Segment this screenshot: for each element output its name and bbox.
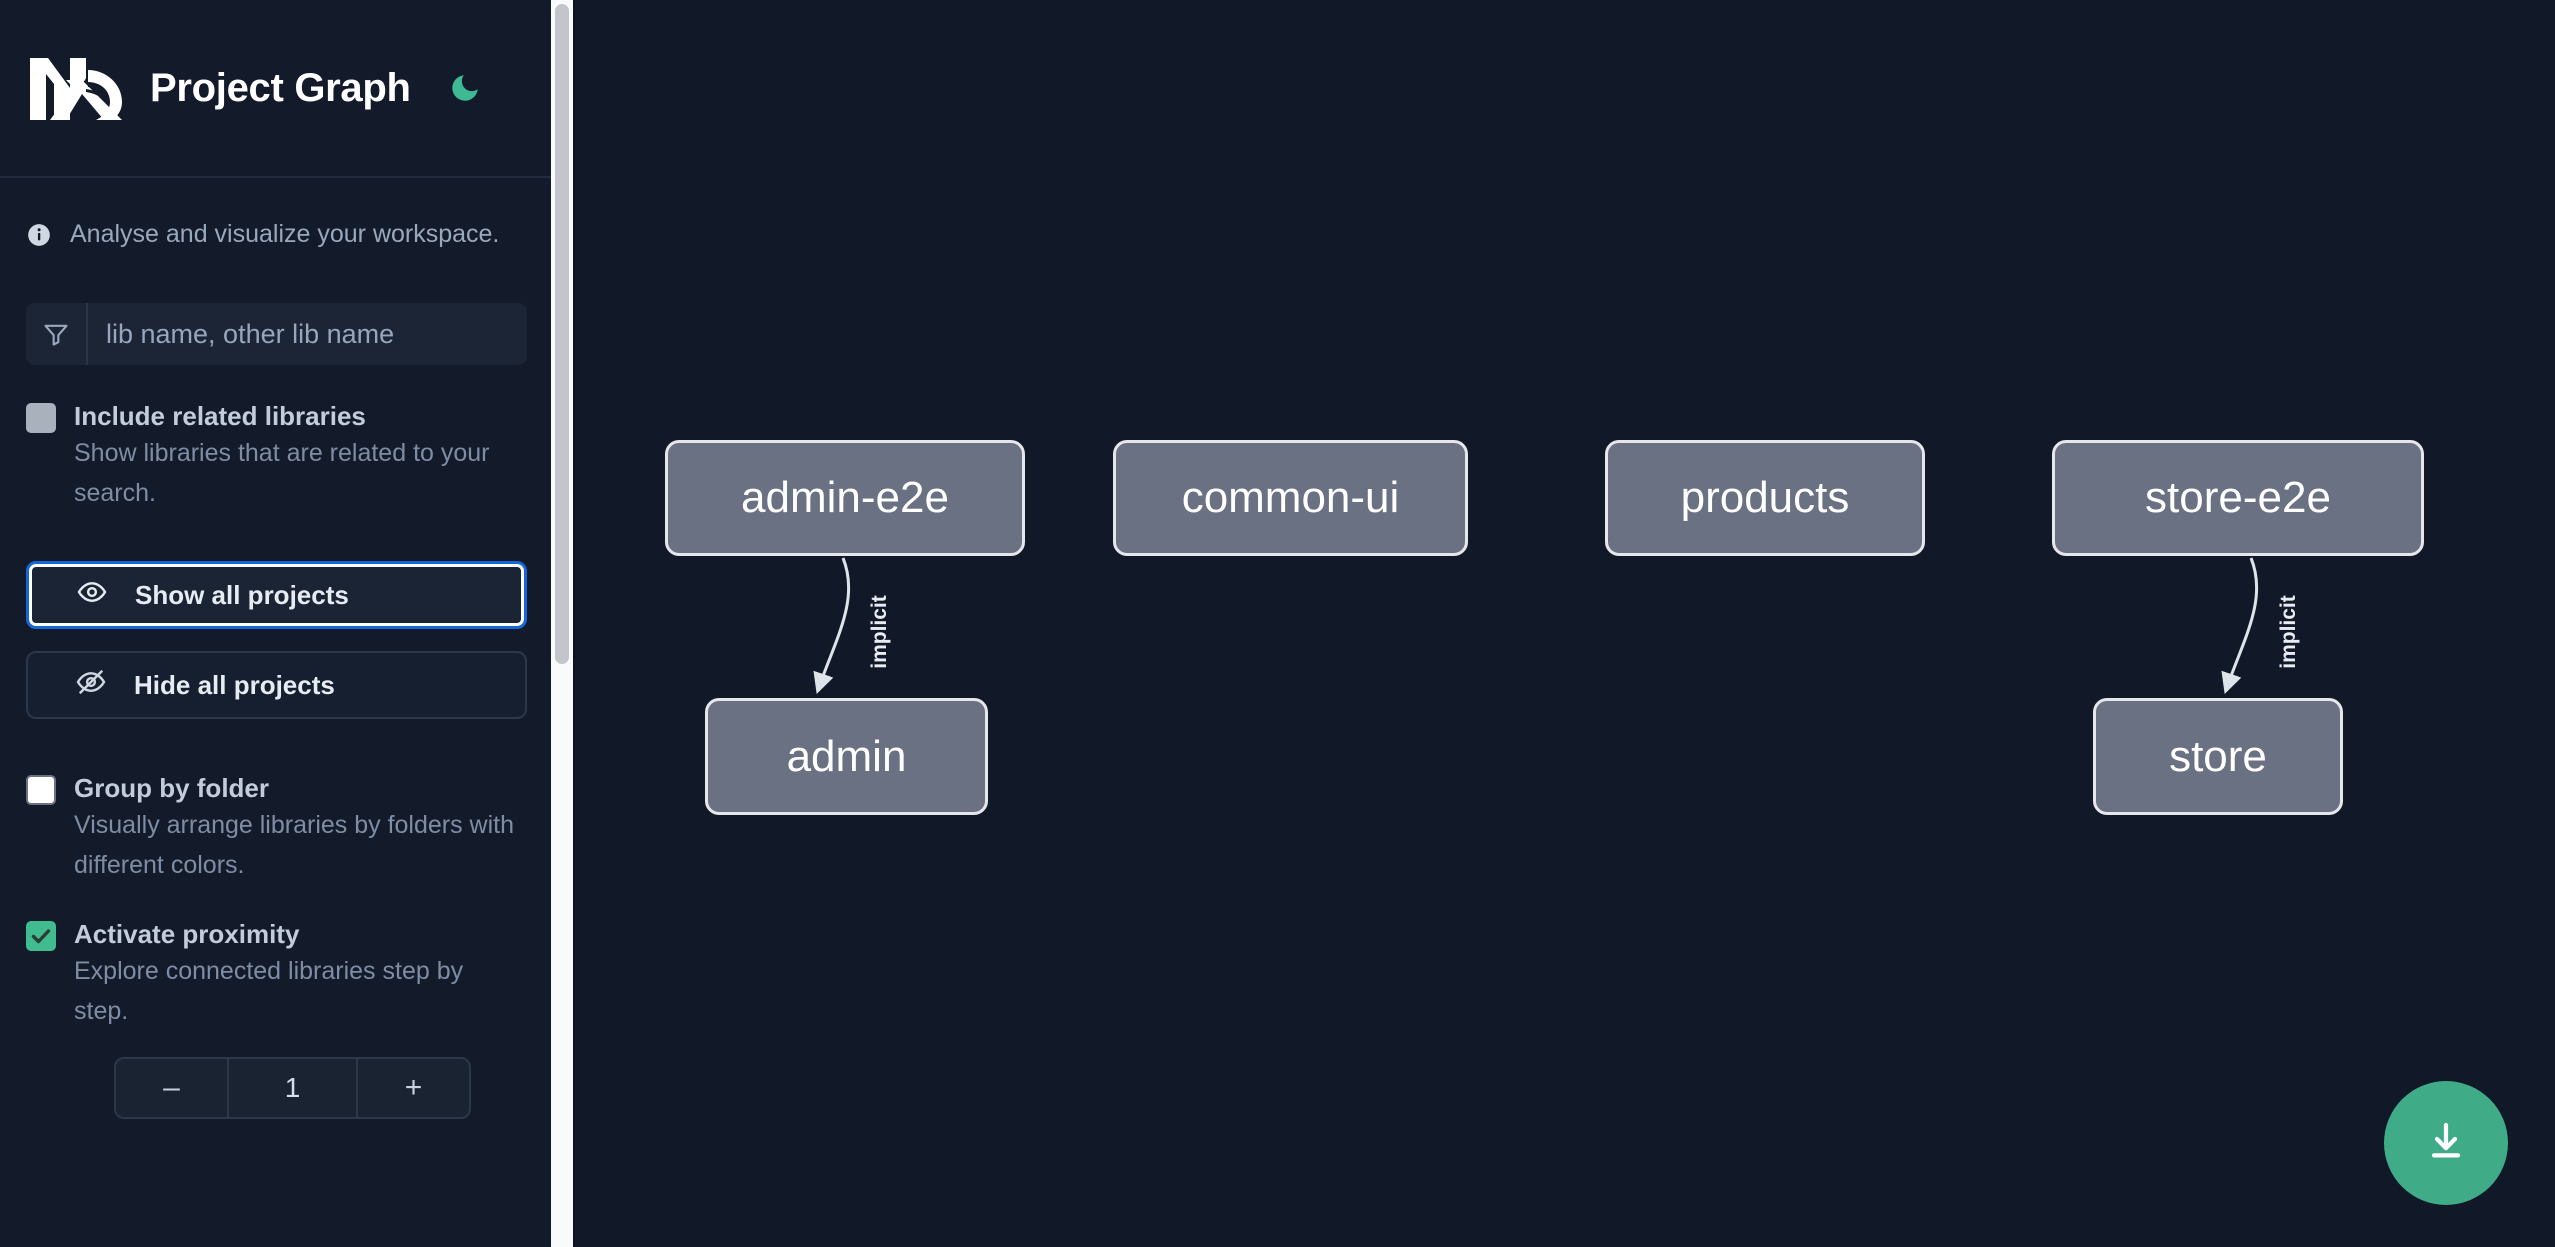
include-related-libraries-label: Include related libraries bbox=[74, 401, 366, 431]
sidebar: Project Graph Analyse and visualize your… bbox=[0, 0, 553, 1247]
group-by-folder-checkbox[interactable] bbox=[26, 775, 56, 805]
graph-node-store-e2e[interactable]: store-e2e bbox=[2052, 440, 2424, 556]
eye-icon bbox=[77, 577, 107, 614]
graph-node-store[interactable]: store bbox=[2093, 698, 2343, 815]
show-all-projects-label: Show all projects bbox=[135, 579, 349, 610]
hide-all-projects-button[interactable]: Hide all projects bbox=[26, 651, 527, 719]
sidebar-header: Project Graph bbox=[0, 0, 553, 178]
graph-node-label: admin bbox=[786, 731, 907, 781]
edge-label-implicit-store: implicit bbox=[2276, 595, 2300, 669]
graph-node-products[interactable]: products bbox=[1605, 440, 1925, 556]
page-title: Project Graph bbox=[150, 65, 411, 110]
nx-logo-icon bbox=[26, 54, 122, 122]
sidebar-divider bbox=[573, 0, 575, 1247]
eye-off-icon bbox=[76, 667, 106, 704]
include-related-libraries-checkbox[interactable] bbox=[26, 403, 56, 433]
edge-admin-e2e-to-admin bbox=[813, 557, 851, 694]
graph-node-label: common-ui bbox=[1181, 473, 1400, 522]
graph-node-admin-e2e[interactable]: admin-e2e bbox=[665, 440, 1025, 556]
option-activate-proximity[interactable]: Activate proximity Explore connected lib… bbox=[26, 917, 527, 1031]
download-icon bbox=[2422, 1117, 2470, 1170]
group-by-folder-description: Visually arrange libraries by folders wi… bbox=[74, 811, 515, 879]
search-input[interactable] bbox=[88, 303, 527, 365]
group-by-folder-label: Group by folder bbox=[74, 773, 269, 803]
activate-proximity-description: Explore connected libraries step by step… bbox=[74, 957, 464, 1025]
info-icon bbox=[26, 222, 52, 248]
filter-field[interactable] bbox=[26, 303, 527, 365]
graph-node-label: admin-e2e bbox=[741, 473, 949, 522]
graph-node-label: store-e2e bbox=[2145, 473, 2331, 522]
download-button[interactable] bbox=[2384, 1081, 2508, 1205]
activate-proximity-label: Activate proximity bbox=[74, 919, 300, 949]
show-all-projects-button[interactable]: Show all projects bbox=[26, 561, 527, 629]
graph-edges bbox=[813, 557, 2259, 694]
proximity-increment-button[interactable]: + bbox=[356, 1059, 469, 1117]
graph-node-common-ui[interactable]: common-ui bbox=[1113, 440, 1468, 556]
workspace-description-text: Analyse and visualize your workspace. bbox=[70, 220, 500, 248]
graph-node-label: products bbox=[1680, 473, 1850, 522]
workspace-description: Analyse and visualize your workspace. bbox=[0, 178, 553, 249]
sidebar-scrollbar-thumb[interactable] bbox=[555, 4, 569, 664]
filter-funnel-icon bbox=[26, 303, 88, 365]
include-related-libraries-description: Show libraries that are related to your … bbox=[74, 439, 490, 507]
proximity-value: 1 bbox=[284, 1072, 301, 1103]
option-group-by-folder[interactable]: Group by folder Visually arrange librari… bbox=[26, 771, 527, 885]
option-include-related-libraries[interactable]: Include related libraries Show libraries… bbox=[26, 399, 527, 513]
graph-node-admin[interactable]: admin bbox=[705, 698, 988, 815]
activate-proximity-checkbox[interactable] bbox=[26, 921, 56, 951]
graph-canvas[interactable]: admin-e2e common-ui products store-e2e a… bbox=[575, 0, 2555, 1247]
moon-icon[interactable] bbox=[443, 66, 487, 110]
hide-all-projects-label: Hide all projects bbox=[134, 669, 335, 700]
proximity-decrement-button[interactable]: – bbox=[116, 1059, 229, 1117]
proximity-stepper[interactable]: – 1 + bbox=[114, 1057, 471, 1119]
graph-node-label: store bbox=[2169, 731, 2267, 781]
edge-label-implicit-admin: implicit bbox=[867, 595, 891, 669]
edge-store-e2e-to-store bbox=[2221, 557, 2259, 694]
